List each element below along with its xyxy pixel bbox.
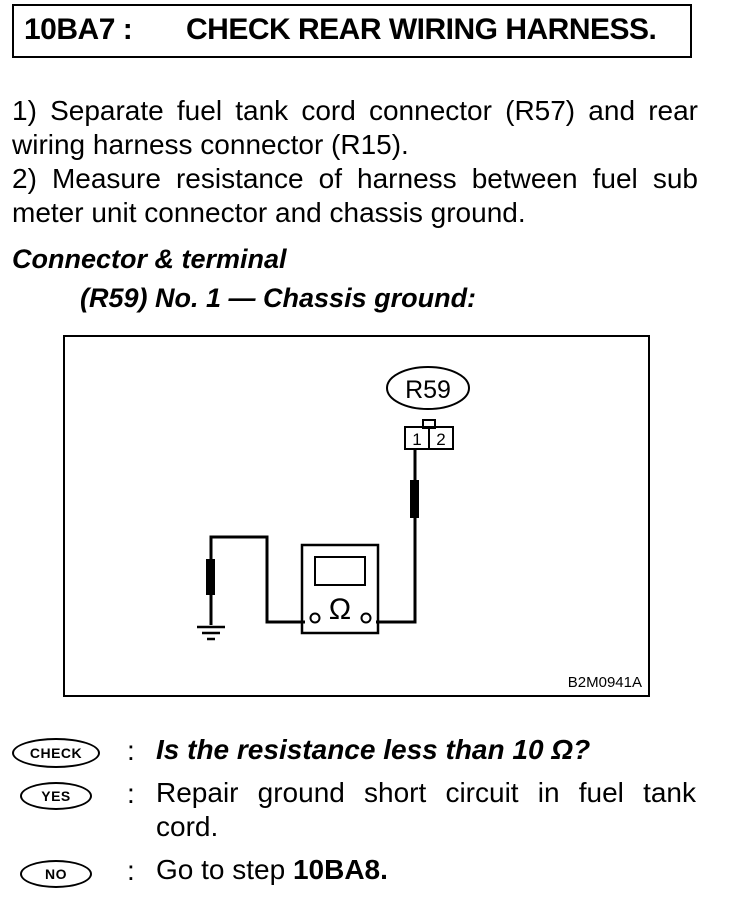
wiring-diagram-drawing: R59 1 2 Ω bbox=[197, 366, 470, 641]
yes-colon: : bbox=[127, 778, 135, 809]
connector-pin-1: 1 bbox=[412, 430, 421, 449]
spec-heading: Connector & terminal bbox=[12, 244, 287, 274]
step-title-box: 10BA7 : CHECK REAR WIRING HARNESS. bbox=[12, 4, 692, 58]
check-question: Is the resistance less than 10 Ω? bbox=[156, 734, 591, 765]
connector-label-oval bbox=[386, 366, 470, 410]
no-answer-text: Go to step bbox=[156, 854, 293, 885]
next-step-link: 10BA8. bbox=[292, 854, 388, 885]
procedure-step-2: 2) Measure resistance of harness between… bbox=[12, 163, 698, 228]
ohmmeter-terminal-left bbox=[309, 612, 321, 624]
wiring-diagram: R59 1 2 Ω B2M0941A bbox=[63, 335, 650, 697]
yes-answer-line-1: Repair ground short circuit in fuel tank bbox=[156, 777, 696, 808]
probe-wire-positive bbox=[376, 449, 417, 624]
check-colon: : bbox=[127, 735, 135, 766]
check-badge: CHECK bbox=[12, 738, 100, 768]
step-title: CHECK REAR WIRING HARNESS. bbox=[186, 13, 657, 46]
probe-wire-ground bbox=[209, 535, 305, 625]
ohmmeter-display bbox=[314, 556, 366, 586]
procedure-step-1: 1) Separate fuel tank cord connector (R5… bbox=[12, 95, 698, 160]
ohmmeter-body bbox=[300, 543, 380, 635]
yes-badge: YES bbox=[20, 782, 92, 810]
spec-terminal-line: (R59) No. 1 — Chassis ground: bbox=[80, 283, 477, 313]
connector-pin-2: 2 bbox=[436, 430, 445, 449]
ohm-symbol: Ω bbox=[329, 593, 351, 626]
figure-code: B2M0941A bbox=[567, 674, 642, 691]
no-colon: : bbox=[127, 855, 135, 886]
ohmmeter-terminal-right bbox=[360, 612, 372, 624]
procedure-steps: 1) Separate fuel tank cord connector (R5… bbox=[12, 94, 698, 230]
no-answer: Go to step 10BA8. bbox=[156, 853, 388, 887]
no-badge: NO bbox=[20, 860, 92, 888]
probe-tip-positive bbox=[410, 480, 419, 518]
connector-label: R59 bbox=[405, 376, 451, 404]
yes-answer-line-2: cord. bbox=[156, 811, 219, 842]
probe-tip-ground bbox=[206, 559, 215, 595]
step-code: 10BA7 : bbox=[24, 13, 133, 46]
